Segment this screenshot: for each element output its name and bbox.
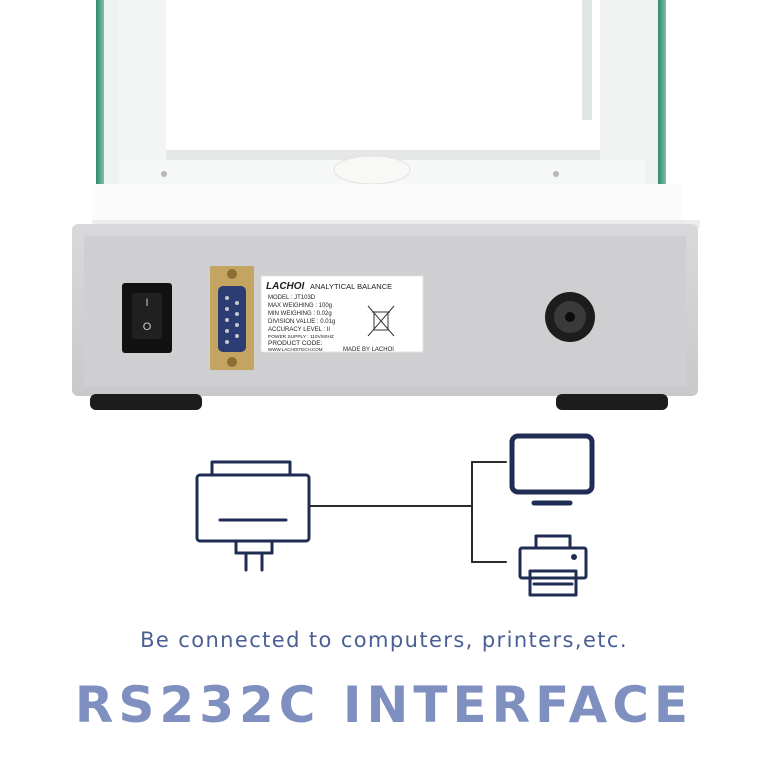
balance-photo: I O LACHOI ANALYTICAL BALANCE MODEL : JT…: [72, 0, 700, 410]
weee-bin-icon: [367, 305, 395, 337]
label-power-supply: POWER SUPPLY : 110V/60HZ: [268, 334, 334, 340]
label-website: WWW.LACHOITECH.COM: [268, 347, 323, 352]
label-division-value: DIVISION VALUE : 0.01g: [268, 319, 335, 325]
label-min-weighing: MIN WEIGHING : 0.02g: [268, 311, 332, 317]
power-switch[interactable]: I O: [122, 283, 172, 353]
glass-chamber: [96, 0, 666, 196]
switch-off-mark: O: [143, 321, 152, 333]
rs232-port[interactable]: [210, 266, 254, 370]
computer-monitor-icon: [509, 433, 595, 506]
connection-diagram: [195, 433, 595, 597]
feet: [90, 394, 668, 410]
subtitle: Be connected to computers, printers,etc.: [140, 628, 628, 652]
label-brand: LACHOI: [266, 281, 305, 292]
label-accuracy-level: ACCURACY LEVEL : II: [268, 327, 330, 333]
label-max-weighing: MAX WEIGHING : 100g: [268, 303, 332, 309]
label-product-code: PRODUCT CODE:: [268, 340, 323, 347]
switch-on-mark: I: [145, 297, 148, 309]
headline: RS232C INTERFACE: [74, 676, 694, 734]
label-product-type: ANALYTICAL BALANCE: [310, 282, 392, 291]
printer-icon: [518, 534, 588, 597]
power-jack[interactable]: [545, 292, 595, 342]
serial-port-icon: [195, 460, 311, 572]
label-model: MODEL : JT103D: [268, 295, 316, 301]
label-made-by: MADE BY LACHOI: [343, 347, 394, 353]
connector-lines: [308, 461, 507, 563]
product-label: LACHOI ANALYTICAL BALANCE MODEL : JT103D…: [260, 275, 424, 353]
